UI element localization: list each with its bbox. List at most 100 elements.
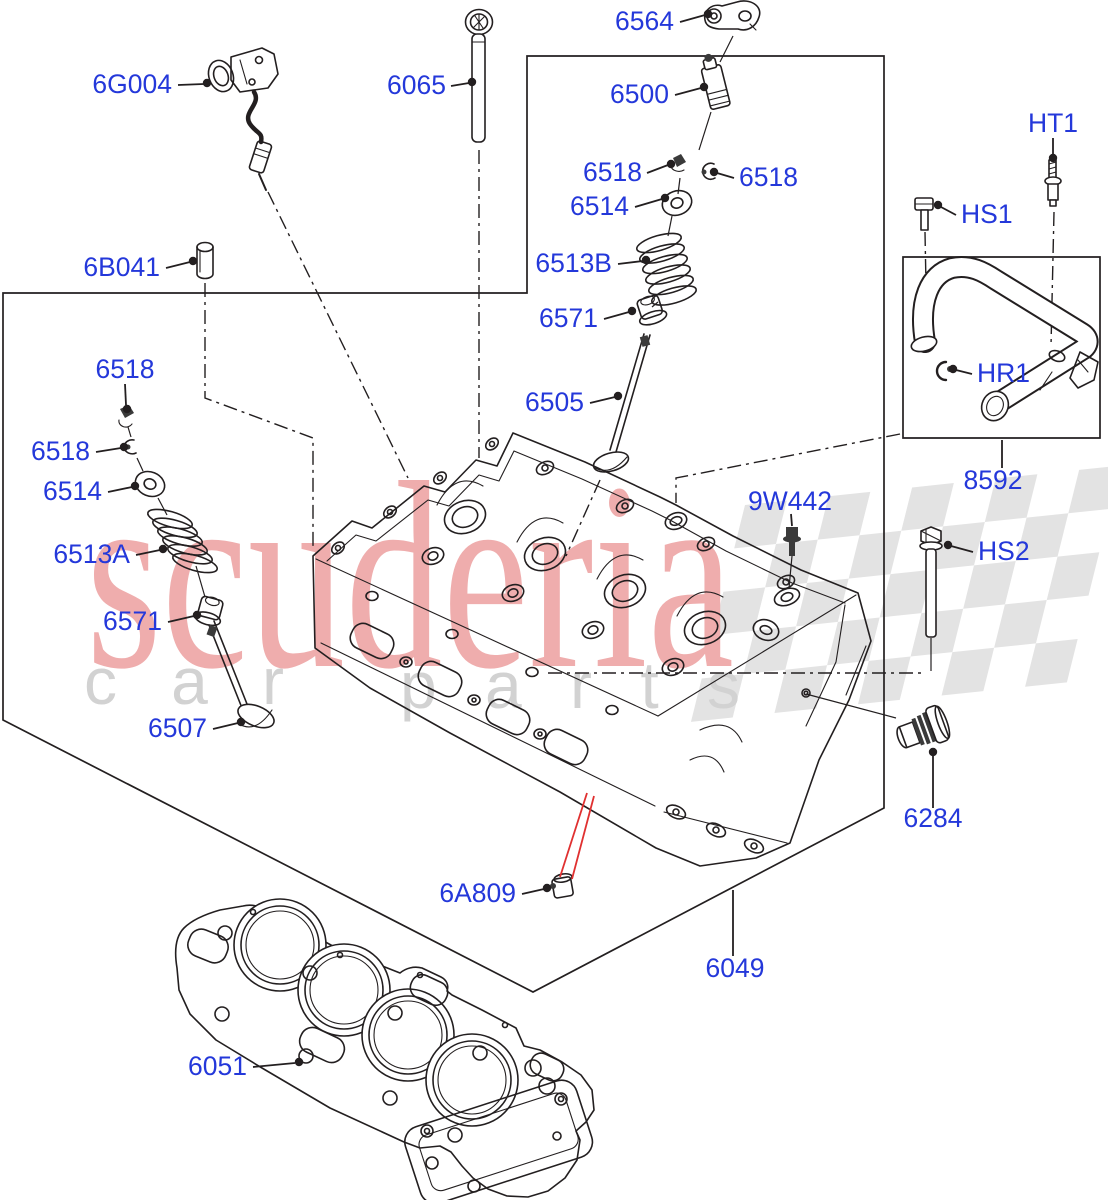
label-head-bolt-6065-leader — [450, 82, 470, 87]
witness-valve-chain — [565, 479, 601, 557]
label-camshaft-sensor-6g004-dot — [202, 78, 212, 88]
label-rocker-arm-6564[interactable]: 6564 — [615, 6, 674, 36]
label-valve-keeper-6518-c2-leader — [716, 172, 735, 179]
label-lash-adjuster-6500[interactable]: 6500 — [610, 79, 669, 109]
label-valve-spring-6513a-dot — [158, 544, 168, 554]
label-clamp-hr1[interactable]: HR1 — [977, 358, 1030, 388]
rocker-arm-drawing — [703, 0, 761, 31]
label-head-gasket-6051[interactable]: 6051 — [188, 1051, 247, 1081]
label-valve-spring-6513b-leader — [617, 260, 644, 265]
label-clamp-hr1-leader — [955, 369, 973, 375]
label-valve-6507-leader — [212, 722, 239, 730]
valve-6505-drawing — [592, 333, 651, 473]
label-valve-keeper-6518-l1[interactable]: 6518 — [96, 354, 155, 384]
label-stud-ht1[interactable]: HT1 — [1028, 108, 1078, 138]
checkered-flag-cells — [690, 465, 1108, 722]
label-valve-6507-dot — [236, 717, 246, 727]
assembly-callout-box — [2, 55, 885, 993]
label-stem-seal-6571-c-leader — [603, 311, 630, 320]
red-indicator-line — [571, 795, 595, 880]
label-valve-spring-6513b[interactable]: 6513B — [535, 248, 612, 278]
valve-spring-6513a-drawing — [146, 508, 219, 574]
label-stem-seal-6571-l[interactable]: 6571 — [103, 606, 162, 636]
label-rocker-arm-6564-dot — [703, 9, 713, 19]
label-stem-seal-6571-c[interactable]: 6571 — [539, 303, 598, 333]
screw-hs1-drawing — [914, 197, 934, 231]
label-spring-retainer-6514-c-dot — [660, 193, 670, 203]
label-dowel-6b041-leader — [165, 261, 191, 269]
watermark-word: scuderia — [86, 427, 734, 724]
valve-6507-drawing — [206, 620, 275, 729]
label-plug-6a809-dot — [542, 883, 552, 893]
connector-line — [127, 426, 132, 438]
camshaft-sensor-drawing — [207, 47, 279, 191]
spring-retainer-center-drawing — [661, 189, 693, 217]
watermark-text-group: scuderia car parts — [84, 427, 740, 724]
label-plug-6a809[interactable]: 6A809 — [439, 878, 516, 908]
connector-line — [719, 35, 734, 63]
label-valve-spring-6513b-dot — [641, 255, 651, 265]
connector-line — [136, 457, 144, 472]
checkered-flag-watermark — [690, 465, 1108, 722]
label-screw-hs1-leader — [940, 206, 957, 216]
bolt-hs2-drawing — [919, 526, 943, 638]
label-head-bolt-6065-dot — [467, 77, 477, 87]
label-valve-keeper-6518-l2[interactable]: 6518 — [31, 436, 90, 466]
connector-line — [805, 693, 897, 719]
label-spring-retainer-6514-c-leader — [634, 198, 663, 208]
sensor-screw-drawing — [783, 527, 801, 556]
label-valve-6505-dot — [613, 391, 623, 401]
label-lash-adjuster-6500-leader — [674, 87, 702, 96]
label-plug-6a809-leader — [521, 888, 545, 895]
label-valve-keeper-6518-l2-dot — [119, 442, 129, 452]
label-screw-hs1-dot — [933, 200, 943, 210]
label-head-gasket-6051-leader — [252, 1062, 296, 1068]
witness-pipe — [675, 433, 901, 503]
label-stem-seal-6571-l-dot — [192, 610, 202, 620]
head-bolt-drawing — [464, 8, 494, 143]
head-gasket-drawing — [174, 898, 595, 1200]
lash-adjuster-drawing — [700, 53, 731, 110]
label-dowel-6b041-dot — [188, 256, 198, 266]
label-sensor-9w442-leader — [790, 513, 793, 527]
oil-control-valve-drawing — [896, 704, 951, 749]
label-bolt-hs2-dot — [943, 540, 953, 550]
coolant-pipe-drawing — [910, 256, 1099, 422]
stem-seal-center-drawing — [636, 294, 668, 326]
label-camshaft-sensor-6g004[interactable]: 6G004 — [92, 69, 172, 99]
label-valve-keeper-6518-l1-dot — [122, 404, 132, 414]
connector-line — [698, 111, 712, 151]
label-spring-retainer-6514-c[interactable]: 6514 — [570, 191, 629, 221]
label-sensor-9w442[interactable]: 9W442 — [748, 486, 832, 516]
label-lash-adjuster-6500-dot — [699, 82, 709, 92]
label-bolt-hs2[interactable]: HS2 — [978, 536, 1030, 566]
label-clamp-hr1-dot — [948, 364, 958, 374]
label-valve-6507[interactable]: 6507 — [148, 713, 207, 743]
label-dowel-6b041[interactable]: 6B041 — [83, 252, 160, 282]
label-head-bolt-6065[interactable]: 6065 — [387, 70, 446, 100]
label-valve-keeper-6518-l1-leader — [124, 383, 127, 406]
label-rocker-arm-6564-leader — [679, 14, 706, 23]
label-oil-valve-6284-dot — [928, 747, 938, 757]
label-valve-keeper-6518-c1-dot — [666, 159, 676, 169]
label-camshaft-sensor-6g004-leader — [177, 83, 205, 86]
label-oil-valve-6284[interactable]: 6284 — [904, 803, 963, 833]
label-spring-retainer-6514-l-dot — [130, 481, 140, 491]
label-valve-keeper-6518-c2[interactable]: 6518 — [739, 162, 798, 192]
label-valve-keeper-6518-c1[interactable]: 6518 — [583, 157, 642, 187]
spring-retainer-left-drawing — [134, 470, 166, 498]
label-valve-6505[interactable]: 6505 — [525, 387, 584, 417]
label-coolant-pipe-8592[interactable]: 8592 — [964, 465, 1023, 495]
label-cylinder-head-6049[interactable]: 6049 — [706, 953, 765, 983]
connector-line — [157, 497, 168, 516]
label-valve-spring-6513a[interactable]: 6513A — [53, 539, 130, 569]
stud-ht1-drawing — [1044, 159, 1062, 207]
label-stem-seal-6571-c-dot — [627, 306, 637, 316]
red-indicator-line — [559, 792, 588, 878]
label-screw-hs1[interactable]: HS1 — [961, 199, 1013, 229]
label-valve-keeper-6518-c1-leader — [646, 164, 669, 174]
label-valve-spring-6513a-leader — [135, 549, 161, 556]
label-spring-retainer-6514-l[interactable]: 6514 — [43, 476, 102, 506]
